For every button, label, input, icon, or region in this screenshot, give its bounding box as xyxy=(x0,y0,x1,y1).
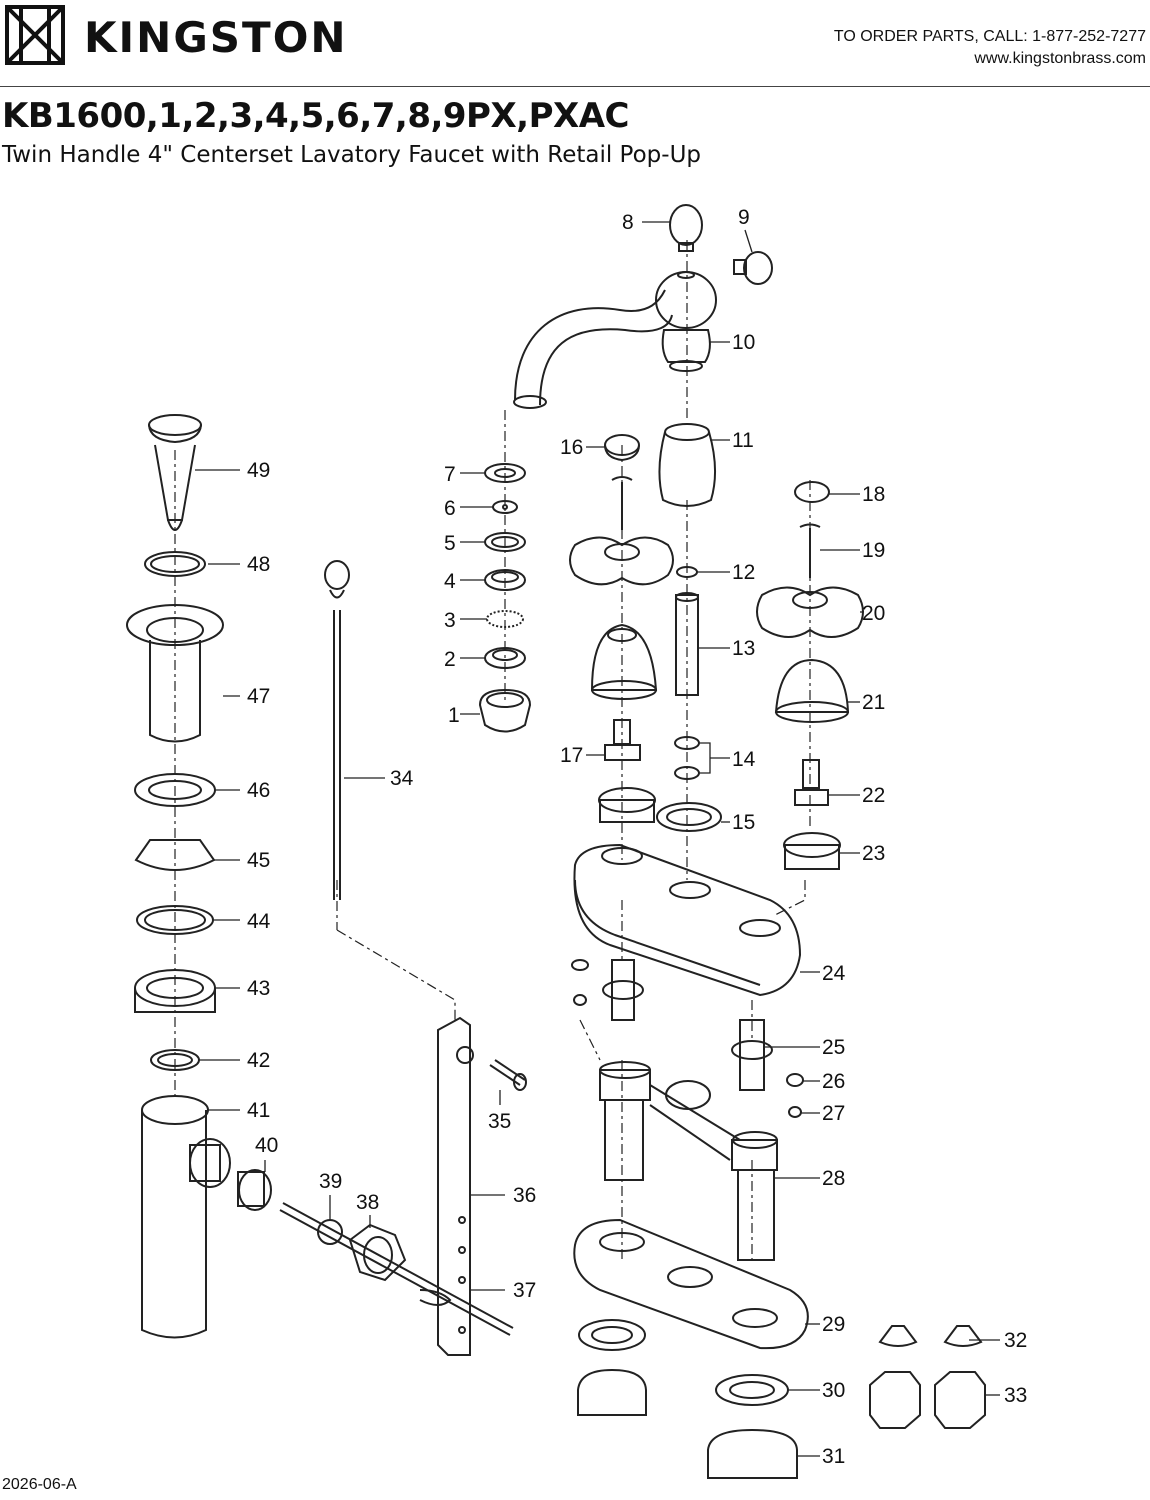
part-label-38: 38 xyxy=(356,1191,379,1214)
part-label-16: 16 xyxy=(560,436,583,459)
part-label-10: 10 xyxy=(732,331,755,354)
part-label-27: 27 xyxy=(822,1102,845,1125)
part-label-20: 20 xyxy=(862,602,885,625)
center-stem-assembly xyxy=(656,423,722,832)
lift-rod xyxy=(324,560,350,900)
valve-cartridges xyxy=(571,959,804,1118)
part-label-44: 44 xyxy=(247,910,271,933)
part-label-2: 2 xyxy=(444,648,456,671)
part-label-12: 12 xyxy=(732,561,755,584)
part-label-24: 24 xyxy=(822,962,846,985)
part-label-39: 39 xyxy=(319,1170,342,1193)
part-label-9: 9 xyxy=(738,206,750,229)
aerator-stack xyxy=(478,463,532,733)
website-link[interactable]: www.kingstonbrass.com xyxy=(974,50,1146,67)
part-label-42: 42 xyxy=(247,1049,270,1072)
part-label-29: 29 xyxy=(822,1313,845,1336)
brand: KINGSTON xyxy=(0,0,348,70)
order-phone-line: TO ORDER PARTS, CALL: 1-877-252-7277 xyxy=(833,28,1146,45)
base-gasket-plate xyxy=(573,1218,809,1479)
valve-body xyxy=(599,1061,778,1261)
part-label-3: 3 xyxy=(444,609,456,632)
kingston-logo-icon xyxy=(5,5,65,65)
part-label-25: 25 xyxy=(822,1036,845,1059)
part-label-17: 17 xyxy=(560,744,583,767)
part-label-22: 22 xyxy=(862,784,885,807)
left-handle-assembly xyxy=(569,434,674,823)
part-label-14: 14 xyxy=(732,748,756,771)
part-label-46: 46 xyxy=(247,779,270,802)
drain-body xyxy=(126,414,231,1339)
part-label-26: 26 xyxy=(822,1070,845,1093)
part-label-48: 48 xyxy=(247,553,270,576)
part-label-21: 21 xyxy=(862,691,885,714)
part-label-4: 4 xyxy=(444,570,456,593)
part-label-18: 18 xyxy=(862,483,885,506)
part-label-28: 28 xyxy=(822,1167,845,1190)
part-labels: 8 9 10 11 16 7 18 6 5 19 12 4 20 3 13 2 … xyxy=(247,206,1027,1468)
part-label-5: 5 xyxy=(444,532,456,555)
part-label-1: 1 xyxy=(448,704,460,727)
part-label-6: 6 xyxy=(444,497,456,520)
part-label-41: 41 xyxy=(247,1099,270,1122)
part-label-23: 23 xyxy=(862,842,885,865)
part-label-7: 7 xyxy=(444,463,456,486)
contact-info: TO ORDER PARTS, CALL: 1-877-252-7277 www… xyxy=(834,26,1146,70)
escutcheon-plate xyxy=(573,843,802,997)
part-label-43: 43 xyxy=(247,977,270,1000)
spout-assembly xyxy=(513,204,773,409)
part-label-36: 36 xyxy=(513,1184,536,1207)
part-label-31: 31 xyxy=(822,1445,845,1468)
part-label-11: 11 xyxy=(732,429,754,452)
pivot-rod-assembly xyxy=(237,1169,514,1336)
part-label-8: 8 xyxy=(622,211,634,234)
header-divider xyxy=(0,86,1150,87)
product-subtitle: Twin Handle 4" Centerset Lavatory Faucet… xyxy=(2,142,702,168)
right-handle-assembly xyxy=(756,481,864,870)
part-label-35: 35 xyxy=(488,1110,511,1133)
part-label-13: 13 xyxy=(732,637,755,660)
part-label-45: 45 xyxy=(247,849,270,872)
part-label-30: 30 xyxy=(822,1379,845,1402)
part-label-40: 40 xyxy=(255,1134,278,1157)
part-label-37: 37 xyxy=(513,1279,536,1302)
part-label-47: 47 xyxy=(247,685,270,708)
part-label-34: 34 xyxy=(390,767,414,790)
part-label-49: 49 xyxy=(247,459,270,482)
part-label-15: 15 xyxy=(732,811,755,834)
clevis-strap xyxy=(419,1016,527,1356)
label-leader-lines xyxy=(195,221,1000,1457)
compression-fittings xyxy=(869,1325,986,1429)
part-label-19: 19 xyxy=(862,539,885,562)
brand-name: KINGSTON xyxy=(84,12,348,62)
model-number-title: KB1600,1,2,3,4,5,6,7,8,9PX,PXAC xyxy=(2,96,630,136)
part-label-33: 33 xyxy=(1004,1384,1027,1407)
part-label-32: 32 xyxy=(1004,1329,1027,1352)
document-revision-code: 2026-06-A xyxy=(2,1476,77,1493)
